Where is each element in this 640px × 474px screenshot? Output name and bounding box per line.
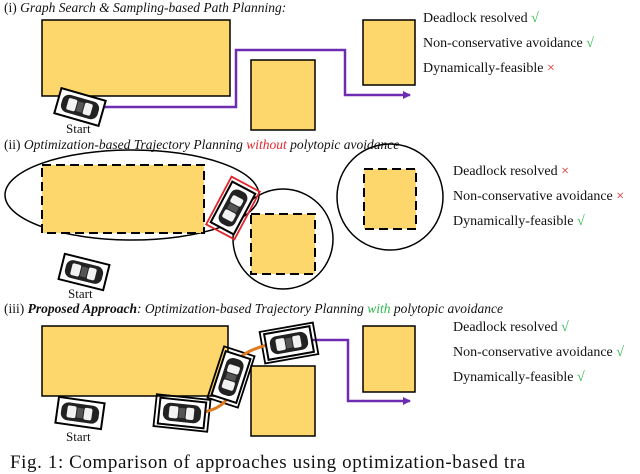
conservative-circle-ii-right xyxy=(336,143,444,251)
properties-i: Deadlock resolved √ Non-conservative avo… xyxy=(423,11,594,76)
cross-icon: × xyxy=(547,61,555,76)
svg-text:Deadlock resolved ×: Deadlock resolved × xyxy=(453,164,569,179)
properties-ii: Deadlock resolved × Non-conservative avo… xyxy=(453,164,624,229)
svg-text:Dynamically-feasible ×: Dynamically-feasible × xyxy=(423,61,555,76)
car-footprint-1 xyxy=(152,393,212,433)
check-icon: √ xyxy=(616,345,624,360)
panel-ii-title-prefix: (ii) xyxy=(4,137,24,152)
obstacle-middle-ii xyxy=(250,213,316,275)
prop-iii-1-label: Non-conservative avoidance xyxy=(453,345,613,360)
obstacle-left-i xyxy=(41,19,231,97)
panel-i-title-text: Graph Search & Sampling-based Path Plann… xyxy=(20,0,286,15)
panel-iii-title-text-a: : Optimization-based Trajectory Planning xyxy=(137,301,367,316)
check-icon: √ xyxy=(586,36,594,51)
panel-i-title-prefix: (i) xyxy=(4,0,20,15)
check-icon: √ xyxy=(577,214,585,229)
svg-text:Non-conservative avoidance √: Non-conservative avoidance √ xyxy=(453,345,624,360)
car-iii-3 xyxy=(263,325,315,361)
path-i xyxy=(100,48,411,109)
car-deadlock-ii xyxy=(204,175,262,241)
obstacle-middle-iii xyxy=(250,365,316,437)
panel-ii-title-text-b: polytopic avoidance xyxy=(287,137,399,152)
cross-icon: × xyxy=(616,189,624,204)
path-iii xyxy=(296,338,411,405)
panel-ii-title-highlight: without xyxy=(246,137,288,152)
check-icon: √ xyxy=(577,370,585,385)
panel-i: (i) Graph Search & Sampling-based Path P… xyxy=(4,0,594,136)
start-label-iii: Start xyxy=(66,429,91,444)
prop-ii-0-label: Deadlock resolved xyxy=(453,164,558,179)
panel-iii-title: (iii) Proposed Approach: Optimization-ba… xyxy=(4,301,503,316)
panel-iii-title-prefix: (iii) xyxy=(4,301,28,316)
panel-ii-title-text-a: Optimization-based Trajectory Planning xyxy=(24,137,246,152)
svg-text:Dynamically-feasible √: Dynamically-feasible √ xyxy=(453,214,585,229)
prop-iii-2-label: Dynamically-feasible xyxy=(453,370,574,385)
properties-iii: Deadlock resolved √ Non-conservative avo… xyxy=(453,320,624,385)
prop-ii-1-label: Non-conservative avoidance xyxy=(453,189,613,204)
panel-iii-title-text-b: polytopic avoidance xyxy=(391,301,503,316)
obstacle-left-ii xyxy=(41,164,205,234)
panel-ii-title: (ii) Optimization-based Trajectory Plann… xyxy=(4,137,399,152)
panel-iii-title-bold: Proposed Approach xyxy=(28,301,137,316)
svg-text:Non-conservative avoidance √: Non-conservative avoidance √ xyxy=(423,36,594,51)
start-label-i: Start xyxy=(66,121,91,136)
prop-i-1-label: Non-conservative avoidance xyxy=(423,36,583,51)
car-start-iii xyxy=(54,395,106,431)
panel-ii: (ii) Optimization-based Trajectory Plann… xyxy=(4,137,624,301)
svg-text:Dynamically-feasible √: Dynamically-feasible √ xyxy=(453,370,585,385)
obstacle-middle-i xyxy=(250,59,316,131)
cross-icon: × xyxy=(561,164,569,179)
figure-caption: Fig. 1: Comparison of approaches using o… xyxy=(10,452,526,473)
prop-i-0-label: Deadlock resolved xyxy=(423,11,528,26)
start-label-ii: Start xyxy=(68,286,93,301)
svg-text:Non-conservative avoidance ×: Non-conservative avoidance × xyxy=(453,189,624,204)
panel-iii: (iii) Proposed Approach: Optimization-ba… xyxy=(4,301,624,444)
svg-text:Deadlock resolved √: Deadlock resolved √ xyxy=(453,320,569,335)
obstacle-right-i xyxy=(362,19,416,86)
prop-ii-2-label: Dynamically-feasible xyxy=(453,214,574,229)
obstacle-left-iii xyxy=(41,325,229,397)
obstacle-right-iii xyxy=(362,325,416,393)
check-icon: √ xyxy=(531,11,539,26)
check-icon: √ xyxy=(561,320,569,335)
obstacle-right-ii xyxy=(363,168,417,230)
svg-text:Deadlock resolved √: Deadlock resolved √ xyxy=(423,11,539,26)
car-start-ii xyxy=(57,252,111,292)
prop-i-2-label: Dynamically-feasible xyxy=(423,61,544,76)
panel-i-title: (i) Graph Search & Sampling-based Path P… xyxy=(4,0,286,15)
car-iii-1 xyxy=(156,396,208,430)
prop-iii-0-label: Deadlock resolved xyxy=(453,320,558,335)
panel-iii-title-highlight: with xyxy=(367,301,391,316)
